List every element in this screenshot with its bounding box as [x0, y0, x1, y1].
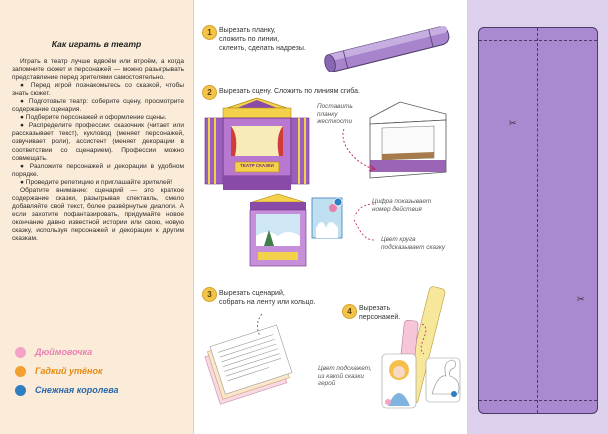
- scissors-icon: ✂: [577, 294, 585, 304]
- arrow-icon: [342, 128, 376, 172]
- paragraph: ● Распределите профессии: сказочник (чит…: [12, 122, 184, 162]
- stage-illustration: [204, 97, 310, 190]
- note-plank: Поставить планку жесткости: [317, 103, 353, 126]
- step-2-badge: 2: [202, 85, 217, 100]
- fold-line: [193, 0, 194, 434]
- legend-item: Дюймовочка: [15, 344, 190, 360]
- plank-cutout: [478, 27, 598, 414]
- legend-label: Снежная королева: [35, 385, 119, 395]
- step-4-text: Вырезать персонажей.: [359, 305, 401, 321]
- step-2-text: Вырезать сцену. Сложить по линиям сгиба.: [219, 88, 360, 95]
- step-1-badge: 1: [202, 25, 217, 40]
- paragraph: ● Перед игрой познакомьтесь со сказкой, …: [12, 82, 184, 98]
- legend-item: Снежная королева: [15, 382, 190, 398]
- note-color-circle: Цвет круга подсказывает сказку: [381, 236, 446, 251]
- stage-scene-illustration: [249, 193, 343, 267]
- paragraph: Обратите внимание: сценарий — это кратко…: [12, 186, 184, 243]
- arrow-icon: [353, 203, 375, 241]
- step-3-text: Вырезать сценарий, собрать на ленту или …: [219, 290, 316, 306]
- paragraph: ● Подготовьте театр: соберите сцену, про…: [12, 98, 184, 114]
- step-3-badge: 3: [202, 287, 217, 302]
- paragraph: ● Разложите персонажей и декорации в удо…: [12, 162, 184, 178]
- note-number: Цифра показывает номер действия: [372, 198, 432, 213]
- legend-label: Дюймовочка: [35, 347, 93, 357]
- step-1-text: Вырезать планку, сложить по линии, склеи…: [219, 27, 306, 52]
- left-panel: Как играть в театр Играть в театр лучше …: [0, 0, 193, 434]
- paragraph: Играть в театр лучше вдвоём или втроём, …: [12, 58, 184, 82]
- script-booklet-illustration: [204, 313, 293, 405]
- paragraph: ● Подберите персонажей и оформление сцен…: [20, 114, 167, 122]
- instructions-text: Играть в театр лучше вдвоём или втроём, …: [12, 58, 184, 243]
- stage-frame-illustration: [369, 101, 447, 179]
- note-color-hint: Цвет подскажет, из какой сказки герой: [318, 365, 372, 388]
- plank-illustration: [324, 26, 450, 72]
- scissors-icon: ✂: [509, 118, 517, 128]
- fold-crease: [479, 400, 597, 401]
- page-title: Как играть в театр: [51, 39, 142, 49]
- color-dot-icon: [15, 346, 26, 358]
- color-dot-icon: [15, 384, 26, 396]
- fairy-tale-legend: Дюймовочка Гадкий утёнок Снежная королев…: [15, 344, 190, 401]
- color-dot-icon: [15, 365, 26, 377]
- stage-sign: ТЕАТР СКАЗКИ: [240, 163, 274, 168]
- fold-crease: [537, 28, 538, 413]
- fold-crease: [479, 40, 597, 41]
- legend-label: Гадкий утёнок: [35, 366, 103, 376]
- legend-item: Гадкий утёнок: [15, 363, 190, 379]
- characters-illustration: [381, 286, 461, 409]
- step-4-badge: 4: [342, 304, 357, 319]
- paragraph: ● Проведите репетицию и приглашайте зрит…: [20, 178, 173, 186]
